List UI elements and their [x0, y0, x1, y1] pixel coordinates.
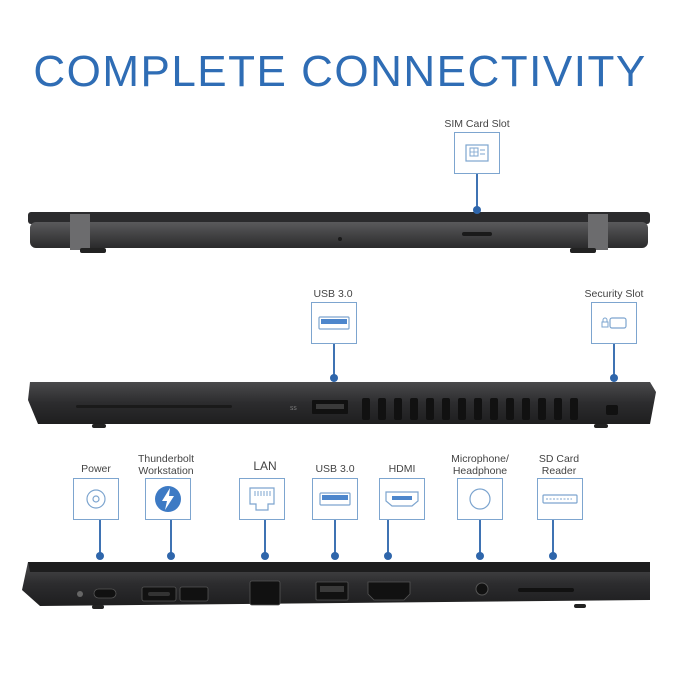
usb-side-connector: [333, 344, 335, 378]
sim-card-icon: [465, 144, 489, 162]
audio-callout-box: [457, 478, 503, 520]
hinge-right: [588, 214, 608, 250]
usb-side-dot: [330, 374, 338, 382]
audio-connector: [479, 520, 481, 556]
security-callout-box: [591, 302, 637, 344]
usb-front-dot: [331, 552, 339, 560]
thunderbolt-dot: [167, 552, 175, 560]
security-label: Security Slot: [584, 288, 644, 300]
svg-text:SS: SS: [290, 406, 297, 412]
security-dot: [610, 374, 618, 382]
sdcard-callout-box: [537, 478, 583, 520]
usb-side-label: USB 3.0: [313, 288, 353, 300]
lan-connector: [264, 520, 266, 556]
sd-slot: [518, 588, 574, 592]
hdmi-connector: [387, 520, 389, 556]
hdmi-icon: [385, 491, 419, 507]
sd-card-icon: [542, 494, 578, 504]
audio-jack-icon: [469, 488, 491, 510]
usb-front-callout-box: [312, 478, 358, 520]
hdmi-dot: [384, 552, 392, 560]
sim-slot: [462, 232, 492, 236]
security-connector: [613, 344, 615, 378]
power-port-icon: [86, 489, 106, 509]
sim-label: SIM Card Slot: [444, 118, 510, 130]
lan-dot: [261, 552, 269, 560]
hdmi-label: HDMI: [388, 463, 416, 475]
lock-slot-icon: [601, 317, 627, 329]
security-slot: [606, 405, 618, 415]
sim-callout-box: [454, 132, 500, 174]
lan-label: LAN: [253, 459, 277, 473]
hdmi-callout-box: [379, 478, 425, 520]
audio-port: [475, 582, 489, 596]
lan-callout-box: [239, 478, 285, 520]
usb-icon: [318, 316, 350, 330]
sim-connector: [476, 174, 478, 210]
power-label: Power: [81, 463, 111, 475]
side-slot: [76, 405, 232, 408]
thunderbolt-callout-box: [145, 478, 191, 520]
thunderbolt-connector: [170, 520, 172, 556]
usb-icon: [319, 492, 351, 506]
ethernet-port: [249, 580, 281, 606]
usb-front-label: USB 3.0: [315, 463, 355, 475]
sdcard-connector: [552, 520, 554, 556]
thunderbolt-label: Thunderbolt Workstation: [137, 453, 195, 478]
power-callout-box: [73, 478, 119, 520]
power-connector: [99, 520, 101, 556]
hdmi-port: [367, 581, 411, 601]
sdcard-label: SD Card Reader: [538, 453, 580, 478]
audio-label: Microphone/ Headphone: [451, 453, 509, 478]
sim-dot: [473, 206, 481, 214]
power-dot: [96, 552, 104, 560]
hinge-left: [70, 214, 90, 250]
usb-front-connector: [334, 520, 336, 556]
usbc-port: [93, 588, 117, 599]
vent-grille: [362, 398, 578, 420]
usb-side-callout-box: [311, 302, 357, 344]
headline: COMPLETE CONNECTIVITY: [33, 47, 647, 96]
sdcard-dot: [549, 552, 557, 560]
audio-dot: [476, 552, 484, 560]
ethernet-icon: [249, 487, 275, 511]
thunderbolt-icon: [155, 486, 181, 512]
